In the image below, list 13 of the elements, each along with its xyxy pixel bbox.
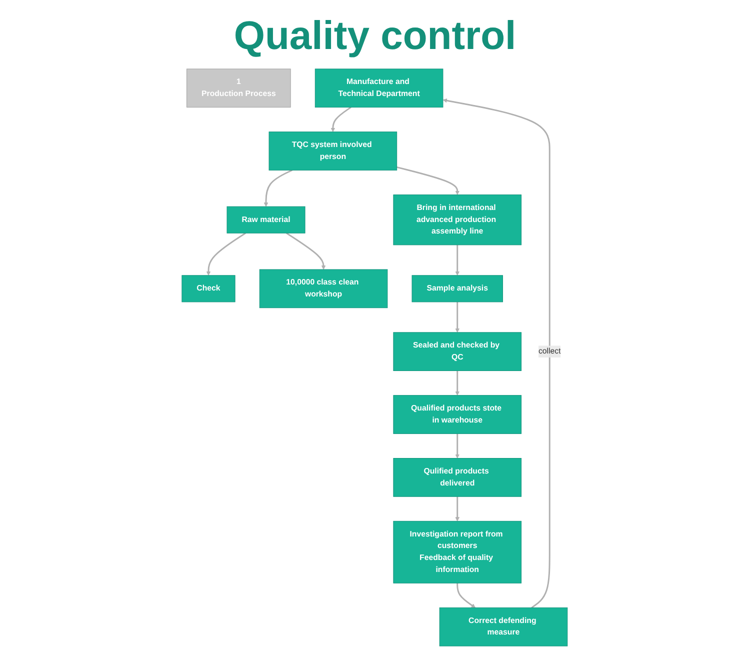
arrow [264, 170, 293, 207]
arrow [206, 232, 246, 276]
arrow [456, 244, 460, 276]
arrow [456, 434, 460, 458]
arrow [456, 496, 460, 522]
arrow [456, 302, 460, 333]
arrow [456, 583, 476, 608]
arrow [456, 370, 460, 396]
arrow [331, 106, 352, 132]
diagram-title: Quality control [232, 14, 518, 59]
arrow [443, 98, 551, 608]
arrow [286, 232, 326, 270]
arrow [396, 166, 460, 195]
